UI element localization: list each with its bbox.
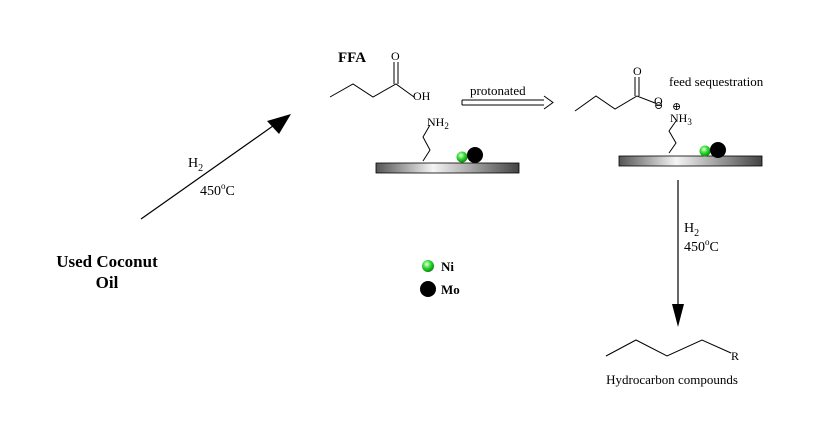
surface1-amine: NH2 [427,115,449,131]
hollow-arrow [461,95,554,110]
ni-particle-1 [456,151,468,163]
seq-chain [574,95,656,112]
mo-legend-label: Mo [441,282,460,297]
ffa-oxygen: O [391,49,400,63]
catalyst-support-1 [375,162,520,174]
feedstock-label-line2: Oil [96,273,119,292]
product-r-group: R [731,349,739,363]
seq-ammonium: NH3 [670,111,692,127]
positive-charge-icon: ⊕ [672,101,681,113]
step2-temperature: 450oC [684,237,719,255]
step1-reagent: H2 [188,156,203,174]
ni-legend-icon [422,260,434,272]
product-label: Hydrocarbon compounds [606,372,738,387]
negative-charge-icon: ⊖ [654,100,663,112]
mo-legend-icon [420,281,436,297]
feedstock-label-line1: Used Coconut [56,252,158,271]
surface2-amine-chain [668,120,677,154]
step2-reagent: H2 [684,221,699,239]
seq-oxygen: O [633,64,642,78]
mo-particle-1 [467,147,483,163]
ni-legend-label: Ni [441,259,454,274]
surface1-amine-chain [422,124,431,162]
ni-particle-2 [699,145,711,157]
step1-temperature: 450oC [200,181,235,199]
ffa-label: FFA [338,50,366,66]
down-arrow [672,180,684,327]
ffa-hydroxyl: OH [413,89,431,103]
diagonal-arrow [140,114,291,220]
sequestration-label: feed sequestration [669,74,764,89]
catalyst-support-2 [618,155,763,167]
seq-anion-oxygen: O [654,94,663,108]
mo-particle-2 [710,142,726,158]
ffa-chain [329,83,415,98]
process-label: protonated [470,83,526,98]
product-chain [605,339,732,357]
